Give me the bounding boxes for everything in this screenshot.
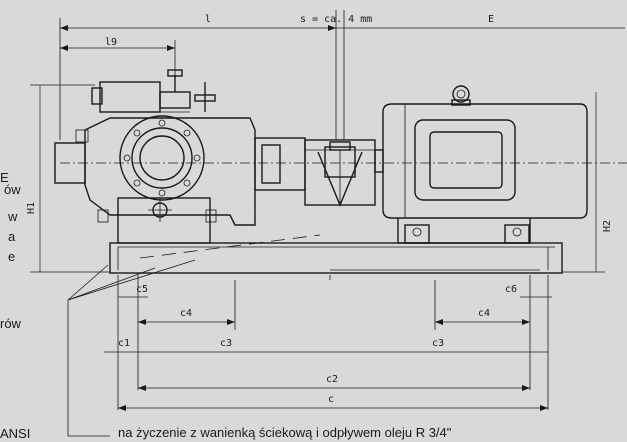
top-dimensions: l s = ca. 4 mm E l9: [59, 10, 625, 140]
cut-text-1: E: [0, 170, 9, 185]
h2-dimension: H2: [562, 92, 613, 273]
cut-text-7: ANSI: [0, 426, 31, 441]
electric-motor: [382, 85, 588, 244]
relief-valve: [91, 69, 216, 113]
dim-s: s = ca. 4 mm: [300, 14, 372, 25]
cut-text-4: a: [8, 229, 16, 244]
dim-c: c: [328, 394, 334, 405]
cut-text-2: ów: [4, 182, 21, 197]
pump-body: [54, 115, 256, 244]
cut-text-5: e: [8, 249, 16, 264]
drip-tray-note: na życzenie z wanienką ściekową i odpływ…: [118, 425, 452, 440]
dim-c4-right: c4: [478, 308, 490, 319]
dim-e: E: [488, 14, 494, 25]
base-plate: [109, 234, 563, 274]
bottom-dimensions: c c2 c1 c3 c3 c4 c4 c5 c6: [104, 275, 552, 411]
dim-c1: c1: [118, 338, 130, 349]
h1-dimension: H1: [26, 84, 110, 273]
dim-h2: H2: [602, 220, 613, 232]
cut-text-3: w: [8, 209, 18, 224]
dim-h1: H1: [26, 202, 37, 214]
dim-c3-right: c3: [432, 338, 444, 349]
dim-c2: c2: [326, 374, 338, 385]
dim-c3-left: c3: [220, 338, 232, 349]
cut-text-6: rów: [0, 316, 21, 331]
dim-c5: c5: [136, 284, 148, 295]
note-leader: [67, 259, 196, 437]
dim-l9: l9: [105, 37, 117, 48]
dim-l: l: [205, 14, 211, 25]
dim-c6: c6: [505, 284, 517, 295]
dim-c4-left: c4: [180, 308, 192, 319]
coupling: [254, 137, 384, 207]
